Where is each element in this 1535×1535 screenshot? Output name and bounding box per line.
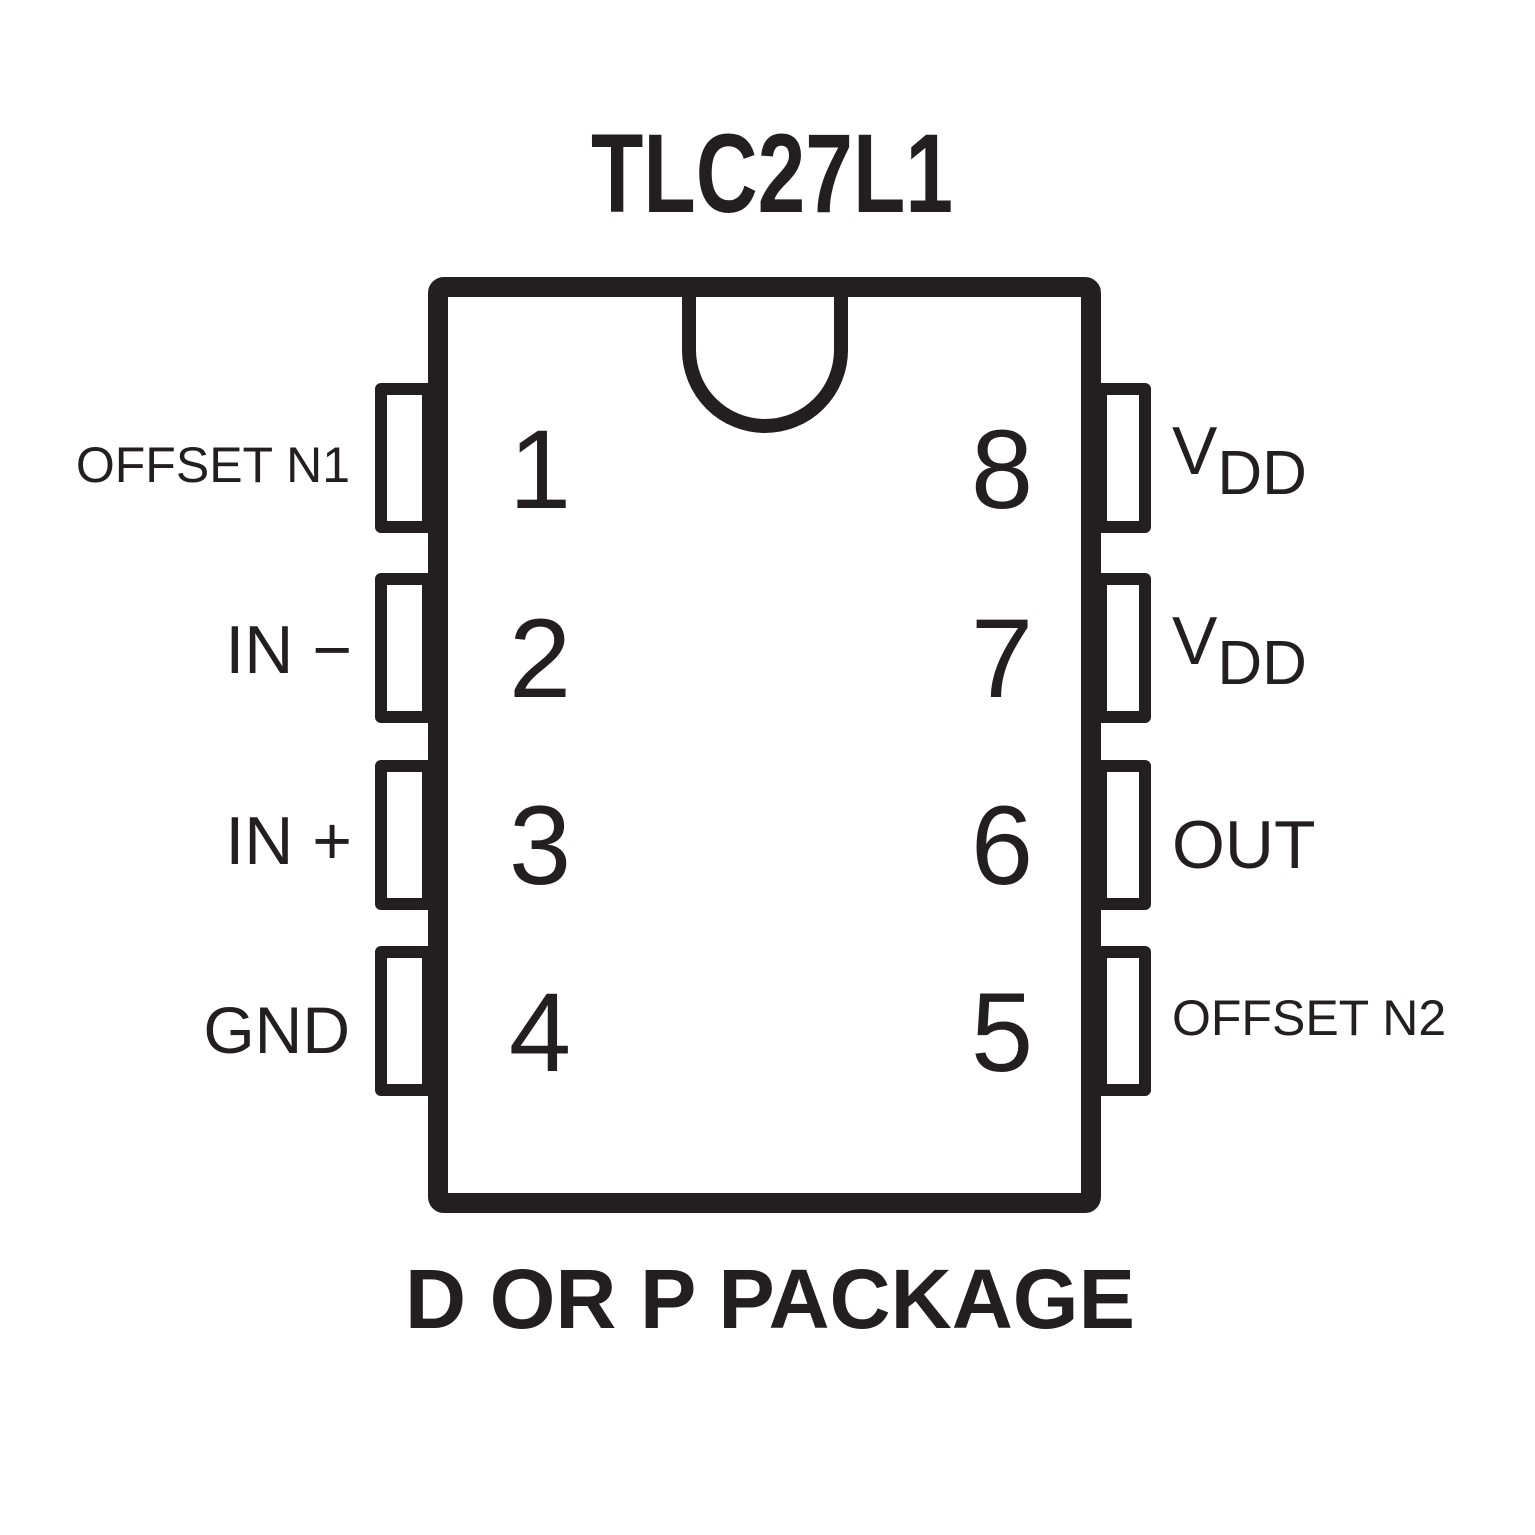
pin-8-label-subscript: DD xyxy=(1217,439,1307,508)
pin-6-label: OUT xyxy=(1172,807,1316,883)
pin-6-lead xyxy=(1095,760,1151,910)
pin-number: 4 xyxy=(509,970,571,1095)
orientation-notch xyxy=(682,288,848,433)
chip-title: TLC27L1 xyxy=(591,111,953,236)
package-label: D OR P PACKAGE xyxy=(405,1252,1135,1346)
pin-number: 7 xyxy=(971,596,1033,721)
pin-7-lead xyxy=(1095,573,1151,723)
pin-8-label: VDD xyxy=(1172,413,1307,508)
pin-1-lead xyxy=(375,383,434,533)
pin-7-label: VDD xyxy=(1172,603,1307,698)
pin-7-label-main: V xyxy=(1172,603,1218,679)
pin-3-lead xyxy=(375,760,434,910)
package-body xyxy=(428,277,1101,1213)
pin-7-label-subscript: DD xyxy=(1217,629,1307,698)
pin-number: 5 xyxy=(971,970,1033,1095)
pin-2-lead xyxy=(375,573,434,723)
pin-8-lead xyxy=(1095,383,1151,533)
pin-8-label-main: V xyxy=(1172,413,1218,489)
pin-number: 8 xyxy=(971,407,1033,532)
pin-5-label: OFFSET N2 xyxy=(1172,990,1446,1046)
pin-5-lead xyxy=(1095,946,1151,1096)
pin-number: 3 xyxy=(509,783,571,908)
pin-3-label: IN + xyxy=(225,803,352,879)
pin-1-label: OFFSET N1 xyxy=(76,437,350,493)
pin-number: 6 xyxy=(971,783,1033,908)
pin-number: 1 xyxy=(509,407,571,532)
pin-4-lead xyxy=(375,946,434,1096)
pin-4-label: GND xyxy=(203,993,350,1067)
pin-number: 2 xyxy=(509,596,571,721)
pin-2-label: IN − xyxy=(225,612,352,688)
